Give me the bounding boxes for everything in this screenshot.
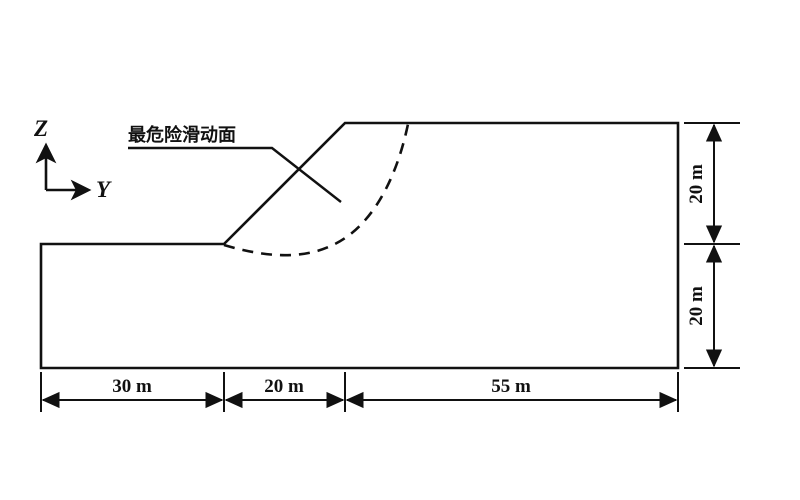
v-dim-label-upper-20m: 20 m <box>686 164 707 204</box>
horizontal-dimension-group: 30 m 20 m 55 m <box>40 372 679 412</box>
h-dim-label-30m: 30 m <box>112 376 152 397</box>
vertical-dimension-group: 20 m 20 m <box>684 122 740 369</box>
axis-z-label: Z <box>33 116 48 141</box>
ground-profile-group <box>39 121 680 370</box>
v-dim-label-lower-20m: 20 m <box>686 286 707 326</box>
critical-slip-surface <box>223 123 410 257</box>
annotation-leader-line <box>128 146 342 203</box>
axis-indicator-group: Z Y <box>33 116 112 202</box>
axis-y-label: Y <box>96 177 112 202</box>
ground-profile-outline <box>39 121 680 370</box>
slip-surface-annotation-group: 最危险滑动面 <box>128 124 342 203</box>
slip-surface-group <box>223 123 410 257</box>
h-dim-label-20m: 20 m <box>264 376 304 397</box>
h-dim-label-55m: 55 m <box>491 376 531 397</box>
slip-surface-annotation-label: 最危险滑动面 <box>128 124 236 146</box>
